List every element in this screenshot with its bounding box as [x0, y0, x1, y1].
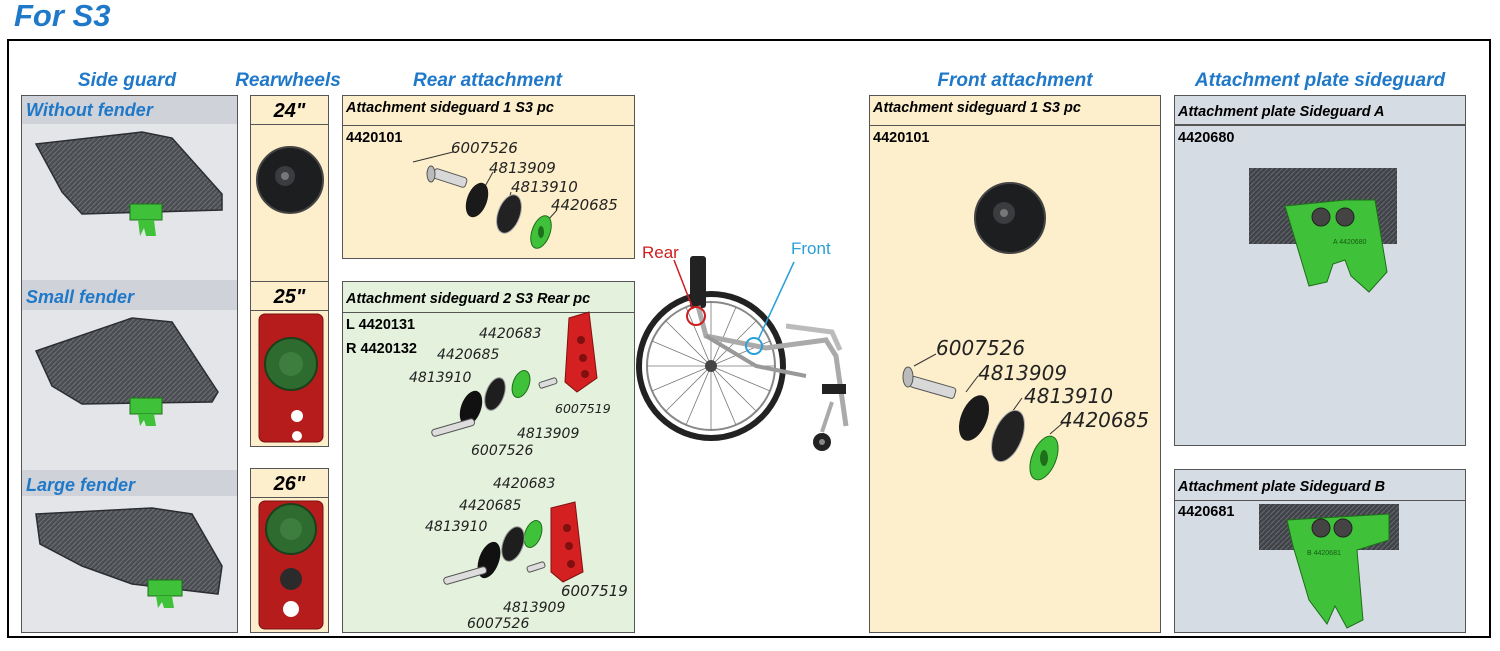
header-attachment-plate: Attachment plate sideguard — [1194, 70, 1446, 91]
front-attachment-title: Attachment sideguard 1 S3 pc — [873, 100, 1081, 116]
rear-block-26-icon — [258, 500, 324, 630]
rear-cap-24-icon — [256, 146, 324, 214]
rearwheel-24-box: 24" — [250, 95, 329, 287]
attachment-plate-a-title: Attachment plate Sideguard A — [1178, 104, 1385, 120]
rear-attachment-2-title: Attachment sideguard 2 S3 Rear pc — [346, 291, 591, 307]
rear-attachment-box-1: Attachment sideguard 1 S3 pc 4420101 600… — [342, 95, 635, 259]
rear-attachment-2-exploded-icon — [431, 311, 598, 585]
attachment-plate-b-marking: B 4420681 — [1307, 550, 1341, 557]
sideguard-small-fender-icon — [34, 317, 219, 426]
front-pointer-label: Front — [791, 239, 831, 258]
rear-1-part-3: 4420685 — [551, 196, 618, 214]
rearwheel-26-box: 26" — [250, 468, 329, 633]
rear-block-25-icon — [258, 313, 324, 443]
rear-2a-part-1: 4420685 — [437, 347, 500, 363]
small-fender-label: Small fender — [26, 287, 135, 307]
front-attachment-exploded-icon — [902, 182, 1065, 481]
rear-1-part-2: 4813910 — [511, 178, 578, 196]
rear-2a-part-5: 6007526 — [471, 443, 534, 459]
rear-2b-part-3: 6007519 — [561, 582, 628, 600]
front-part-3: 4420685 — [1060, 408, 1150, 432]
header-rearwheels: Rearwheels — [235, 70, 341, 91]
sideguard-large-fender-icon — [35, 507, 223, 608]
attachment-plate-b-title: Attachment plate Sideguard B — [1178, 479, 1386, 495]
rearwheel-25-label: 25" — [273, 286, 306, 308]
attachment-plate-a-marking: A 4420680 — [1333, 239, 1367, 246]
rear-2a-part-3: 6007519 — [555, 401, 611, 416]
header-front-attachment: Front attachment — [937, 70, 1093, 91]
rear-pointer-label: Rear — [642, 243, 679, 262]
wheelchair-icon — [636, 256, 849, 451]
page-title: For S3 — [14, 0, 111, 33]
attachment-plate-b-box: Attachment plate Sideguard B 4420681 B 4… — [1174, 469, 1466, 633]
attachment-plate-a-icon — [1249, 168, 1397, 293]
rearwheel-24-label: 24" — [273, 100, 306, 122]
rear-2a-part-2: 4813910 — [409, 370, 472, 386]
sideguard-without-fender-icon — [34, 131, 223, 236]
front-part-1: 4813909 — [978, 361, 1068, 385]
rear-2b-part-0: 4420683 — [493, 476, 556, 492]
large-fender-label: Large fender — [26, 475, 136, 495]
rear-2b-part-5: 6007526 — [467, 616, 530, 632]
attachment-plate-b-code: 4420681 — [1178, 504, 1235, 520]
front-attachment-code: 4420101 — [873, 130, 930, 146]
rear-2a-part-4: 4813909 — [517, 426, 580, 442]
rear-attachment-1-code: 4420101 — [346, 130, 403, 146]
rear-attachment-2-code-r: R 4420132 — [346, 341, 417, 357]
rear-2b-part-2: 4813910 — [425, 519, 488, 535]
rearwheel-25-box: 25" — [250, 281, 329, 447]
rear-1-part-0: 6007526 — [451, 139, 518, 157]
header-side-guard: Side guard — [77, 70, 177, 91]
rear-attachment-1-title: Attachment sideguard 1 S3 pc — [346, 100, 554, 116]
header-rear-attachment: Rear attachment — [413, 70, 562, 91]
rear-attachment-2-code-l: L 4420131 — [346, 317, 416, 333]
front-attachment-box: Attachment sideguard 1 S3 pc 4420101 600… — [869, 95, 1161, 633]
front-part-2: 4813910 — [1024, 384, 1114, 408]
rear-2a-part-0: 4420683 — [479, 326, 542, 342]
rear-2b-part-4: 4813909 — [503, 600, 566, 616]
rearwheel-26-label: 26" — [273, 473, 306, 495]
attachment-plate-a-code: 4420680 — [1178, 130, 1235, 146]
without-fender-label: Without fender — [26, 100, 153, 120]
side-guard-illustrations — [34, 131, 223, 608]
attachment-plate-b-icon — [1259, 504, 1399, 629]
rear-2b-part-1: 4420685 — [459, 498, 522, 514]
side-guard-panel: Without fender Small fender Large fender — [21, 95, 238, 633]
front-part-0: 6007526 — [936, 336, 1026, 360]
rear-1-part-1: 4813909 — [489, 159, 556, 177]
rear-attachment-box-2: Attachment sideguard 2 S3 Rear pc L 4420… — [342, 281, 635, 633]
attachment-plate-a-box: Attachment plate Sideguard A 4420680 A 4… — [1174, 95, 1466, 446]
rear-attachment-1-exploded-icon — [412, 151, 558, 249]
main-frame — [7, 39, 1491, 638]
